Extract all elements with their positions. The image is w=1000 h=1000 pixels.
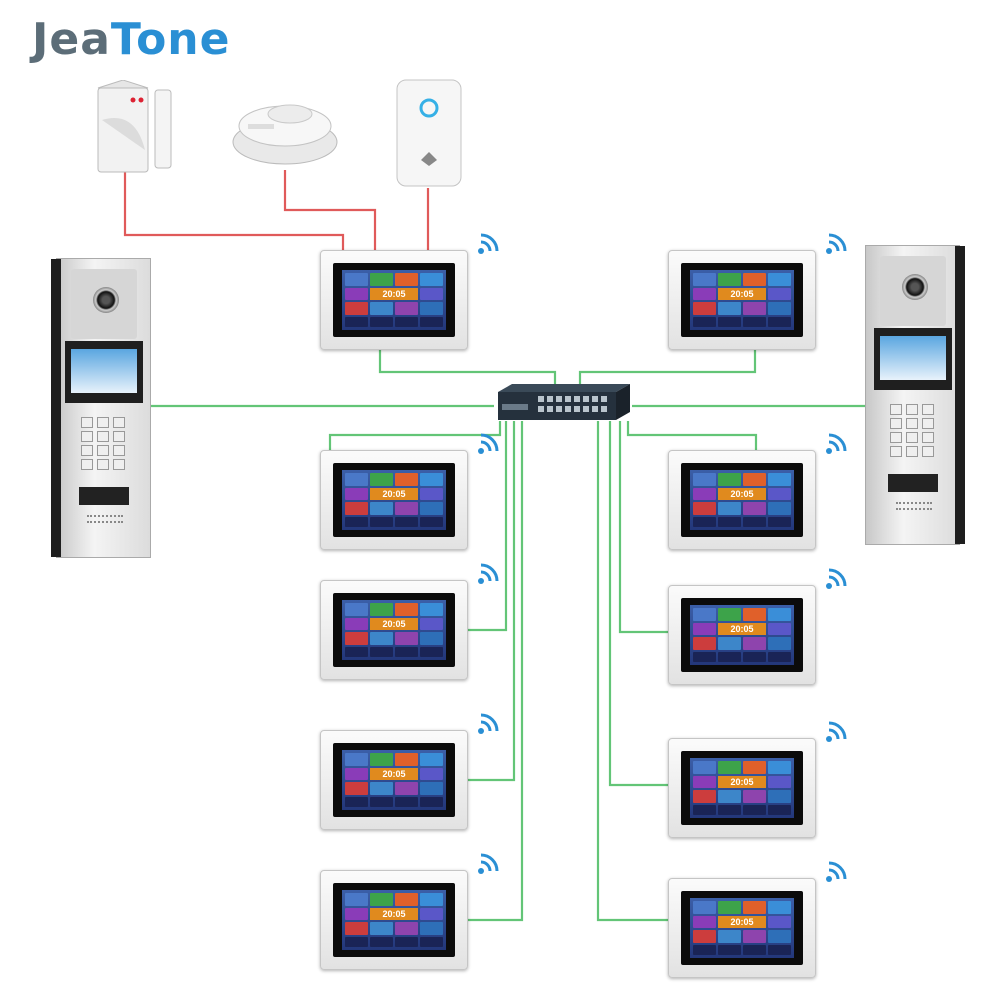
wifi-icon xyxy=(476,708,504,736)
monitor-screen: 20:05 xyxy=(342,270,446,330)
smoke-detector-wire xyxy=(283,170,377,250)
cable-monitor-right-2 xyxy=(618,421,668,634)
monitor-screen: 20:05 xyxy=(342,470,446,530)
cable-monitor-left-1 xyxy=(328,421,502,453)
indoor-monitor: 20:05 xyxy=(668,585,816,685)
speaker-grille xyxy=(87,515,123,523)
card-reader xyxy=(888,474,938,492)
screen-clock: 20:05 xyxy=(370,907,418,921)
door-sensor-icon xyxy=(97,80,172,173)
keypad xyxy=(81,417,125,470)
pir-sensor-icon xyxy=(396,79,462,187)
wifi-icon xyxy=(824,428,852,456)
screen-clock: 20:05 xyxy=(718,915,766,929)
network-switch-icon xyxy=(498,384,630,420)
door-sensor-wire xyxy=(123,172,345,250)
wifi-icon xyxy=(476,428,504,456)
screen-clock: 20:05 xyxy=(370,287,418,301)
indoor-monitor: 20:05 xyxy=(320,730,468,830)
wifi-icon xyxy=(476,848,504,876)
cable-monitor-right-4 xyxy=(596,421,668,922)
cable-monitor-top-right xyxy=(578,340,757,392)
speaker-grille xyxy=(896,502,932,510)
screen-clock: 20:05 xyxy=(370,487,418,501)
keypad xyxy=(890,404,934,457)
monitor-screen: 20:05 xyxy=(690,605,794,665)
wifi-icon xyxy=(824,716,852,744)
indoor-monitor: 20:05 xyxy=(320,250,468,350)
indoor-monitor: 20:05 xyxy=(668,250,816,350)
cable-monitor-top-left xyxy=(378,340,557,392)
screen-clock: 20:05 xyxy=(718,487,766,501)
camera-icon xyxy=(902,274,928,300)
indoor-monitor: 20:05 xyxy=(320,870,468,970)
door-station-right xyxy=(865,245,965,545)
wifi-icon xyxy=(824,563,852,591)
indoor-monitor: 20:05 xyxy=(668,450,816,550)
smoke-detector-icon xyxy=(232,104,338,165)
station-display xyxy=(880,336,946,380)
monitor-screen: 20:05 xyxy=(342,750,446,810)
monitor-screen: 20:05 xyxy=(690,470,794,530)
cable-monitor-left-2 xyxy=(468,421,508,632)
screen-clock: 20:05 xyxy=(370,767,418,781)
jeatone-logo: JeaTone xyxy=(32,14,231,65)
monitor-screen: 20:05 xyxy=(690,898,794,958)
screen-clock: 20:05 xyxy=(718,287,766,301)
indoor-monitor: 20:05 xyxy=(668,878,816,978)
monitor-screen: 20:05 xyxy=(690,270,794,330)
wifi-icon xyxy=(824,856,852,884)
wifi-icon xyxy=(476,228,504,256)
camera-icon xyxy=(93,287,119,313)
wifi-icon xyxy=(824,228,852,256)
monitor-screen: 20:05 xyxy=(342,890,446,950)
card-reader xyxy=(79,487,129,505)
indoor-monitor: 20:05 xyxy=(668,738,816,838)
screen-clock: 20:05 xyxy=(718,622,766,636)
indoor-monitor: 20:05 xyxy=(320,450,468,550)
screen-clock: 20:05 xyxy=(718,775,766,789)
cable-monitor-right-3 xyxy=(608,421,668,787)
cable-monitor-left-4 xyxy=(468,421,524,922)
wifi-icon xyxy=(476,558,504,586)
monitor-screen: 20:05 xyxy=(342,600,446,660)
door-station-left xyxy=(51,258,151,558)
indoor-monitor: 20:05 xyxy=(320,580,468,680)
station-display xyxy=(71,349,137,393)
monitor-screen: 20:05 xyxy=(690,758,794,818)
cable-monitor-right-1 xyxy=(626,421,758,453)
cable-monitor-left-3 xyxy=(468,421,516,782)
screen-clock: 20:05 xyxy=(370,617,418,631)
